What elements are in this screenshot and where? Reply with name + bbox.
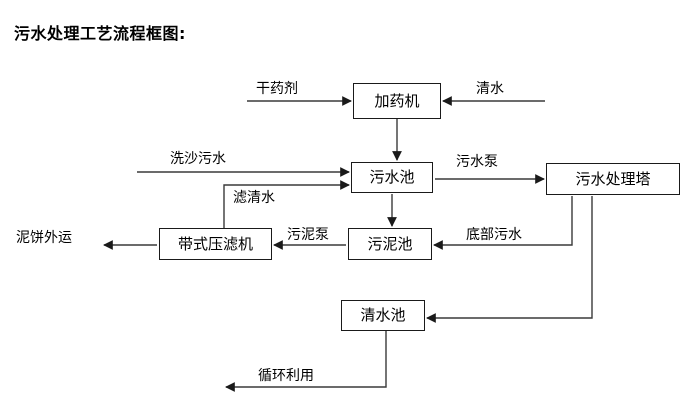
edge-label-wastewater-pump: 污水泵	[456, 154, 498, 170]
connector-filtrate-return	[223, 180, 350, 228]
node-belt-filter-press[interactable]: 带式压滤机	[159, 228, 272, 260]
edge-label-filtrate-water: 滤清水	[233, 190, 275, 206]
edge-label-clean-water: 清水	[476, 81, 504, 97]
edge-label-bottom-wastewater: 底部污水	[466, 227, 522, 243]
node-sludge-pool[interactable]: 污泥池	[348, 228, 432, 260]
connector-recycle-use	[225, 331, 387, 392]
terminal-label-mud-cake-transport: 泥饼外运	[16, 230, 72, 246]
connector-bottom-wastewater	[433, 196, 573, 250]
connector-tower-to-clear-water	[426, 196, 593, 323]
page-title: 污水处理工艺流程框图:	[14, 24, 186, 43]
node-dosing-machine[interactable]: 加药机	[353, 83, 441, 119]
node-clear-water-pool[interactable]: 清水池	[341, 300, 425, 331]
edge-label-sand-wash-wastewater: 洗沙污水	[170, 151, 226, 167]
edge-label-sludge-pump: 污泥泵	[287, 227, 329, 243]
node-wastewater-pool[interactable]: 污水池	[351, 162, 433, 193]
edge-label-recycle-use: 循环利用	[258, 368, 314, 384]
edge-label-dry-chemical: 干药剂	[256, 81, 298, 97]
node-treatment-tower[interactable]: 污水处理塔	[546, 163, 680, 195]
